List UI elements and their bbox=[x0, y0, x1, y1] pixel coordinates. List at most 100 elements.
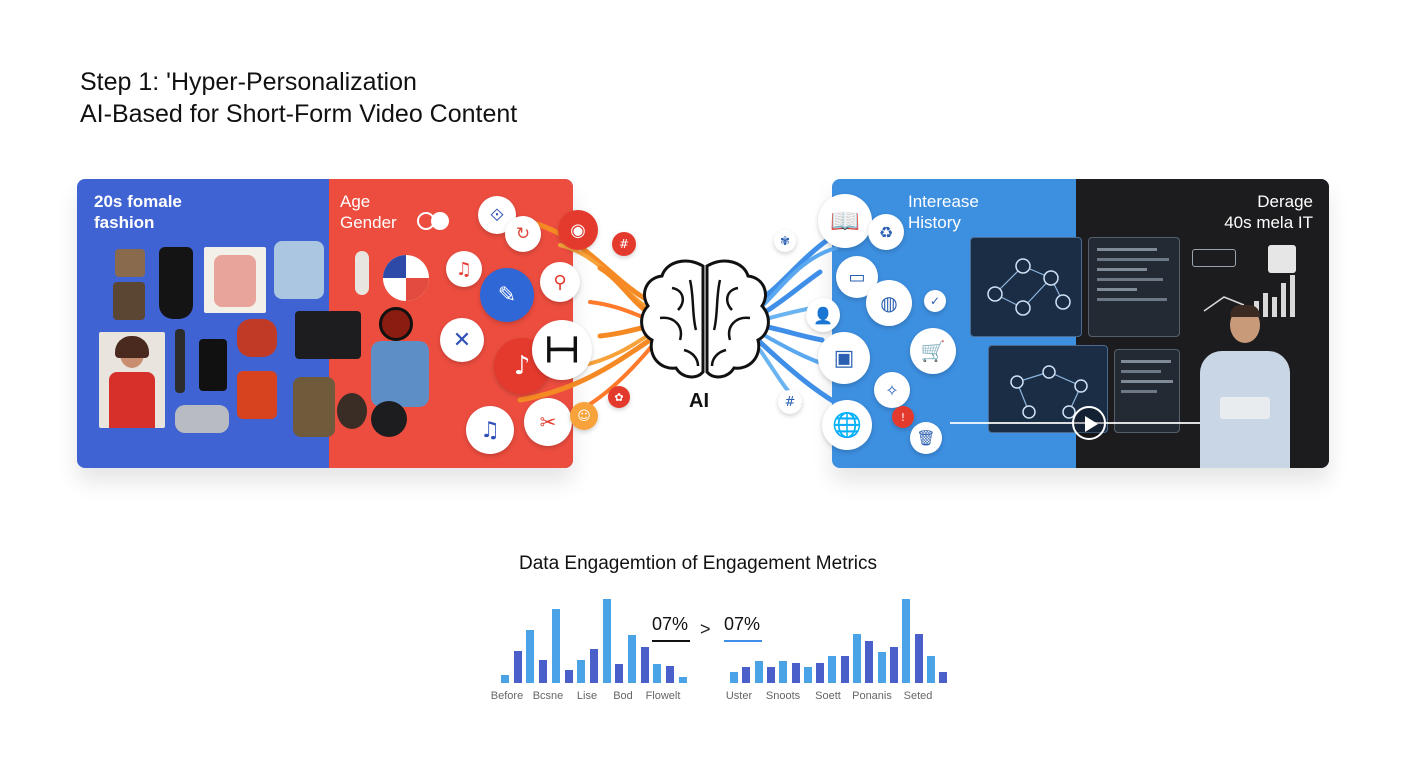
chart-bar bbox=[514, 651, 522, 683]
chart-bar bbox=[577, 660, 585, 683]
title-line-1: Step 1: 'Hyper-Personalization bbox=[80, 68, 417, 96]
share-icon: ⟐ bbox=[478, 196, 516, 234]
no-sign-icon bbox=[379, 307, 413, 341]
x-tick-label: Before bbox=[490, 690, 524, 702]
brain-icon bbox=[640, 259, 770, 379]
user-icon bbox=[1268, 245, 1296, 273]
chart-bar bbox=[730, 672, 738, 683]
network-graph-card bbox=[970, 237, 1082, 337]
presenter-photo bbox=[1200, 305, 1290, 468]
chart-bar bbox=[816, 663, 824, 683]
music-note-icon: ♫ bbox=[446, 251, 482, 287]
id-card-icon: ▣ bbox=[818, 332, 870, 384]
chart-bar bbox=[526, 630, 534, 683]
x-tick-label: Bod bbox=[613, 690, 633, 702]
brush-icon: ✎ bbox=[480, 268, 534, 322]
globe-icon: 🌐 bbox=[822, 400, 872, 450]
hashtag-icon: # bbox=[612, 232, 636, 256]
chart-bar bbox=[779, 661, 787, 683]
camera-icon: ◉ bbox=[558, 210, 598, 250]
chart-bar bbox=[501, 675, 509, 683]
x-tick-label: Lise bbox=[576, 690, 598, 702]
flower-icon: ✾ bbox=[774, 230, 796, 252]
workflow-card bbox=[988, 345, 1108, 433]
video-progress-bar[interactable] bbox=[950, 422, 1280, 424]
hashtag-icon: # bbox=[778, 390, 802, 414]
shoe-icon bbox=[115, 249, 145, 277]
bell-icon: ✧ bbox=[874, 372, 910, 408]
palette-icon bbox=[383, 255, 429, 301]
x-tick-label: Soett bbox=[815, 690, 841, 702]
dress-icon bbox=[159, 247, 193, 319]
chart-bar bbox=[939, 672, 947, 683]
tools-icon: ✕ bbox=[440, 318, 484, 362]
chart-bar bbox=[641, 647, 649, 683]
backpack-icon bbox=[371, 401, 407, 437]
pink-blouse-photo bbox=[204, 247, 266, 313]
badge-icon: ☺ bbox=[570, 402, 598, 430]
palette-icon: ✂ bbox=[524, 398, 572, 446]
x-tick-label: Uster bbox=[725, 690, 753, 702]
gender-toggle-icon bbox=[417, 212, 453, 230]
chart-bar bbox=[615, 664, 623, 683]
chart-bar bbox=[828, 656, 836, 683]
bag-icon bbox=[337, 393, 367, 429]
shoe-icon bbox=[237, 319, 277, 357]
palette-icon: ◍ bbox=[866, 280, 912, 326]
x-tick-label: Ponanis bbox=[852, 690, 892, 702]
chart-bar bbox=[890, 647, 898, 683]
chart-bar bbox=[552, 609, 560, 683]
gift-icon: ✿ bbox=[608, 386, 630, 408]
chart-bar bbox=[590, 649, 598, 683]
chart-bar bbox=[755, 661, 763, 683]
chart-bar bbox=[742, 667, 750, 683]
refresh-icon: ↻ bbox=[505, 216, 541, 252]
chart-bar bbox=[853, 634, 861, 683]
chart-bar bbox=[792, 663, 800, 683]
x-tick-label: Flowelt bbox=[645, 690, 681, 702]
chart-bar bbox=[767, 667, 775, 683]
chart-bar bbox=[666, 666, 674, 683]
workflow-graph-icon bbox=[1010, 365, 1088, 419]
chart-bar bbox=[902, 599, 910, 683]
x-tick-label: Snoots bbox=[765, 690, 801, 702]
before-percent: 07% bbox=[652, 614, 689, 634]
chart-bar bbox=[628, 635, 636, 683]
denim-jacket-icon bbox=[371, 341, 429, 407]
after-percent: 07% bbox=[724, 614, 761, 634]
title-line-2: AI-Based for Short-Form Video Content bbox=[80, 100, 518, 128]
interest-history-label: Interease History bbox=[908, 192, 979, 232]
page-title: Step 1: 'Hyper-Personalization AI-Based … bbox=[80, 66, 517, 130]
fashion-label: 20s fomale fashion bbox=[94, 192, 182, 232]
chart-bar bbox=[653, 664, 661, 683]
code-card-2 bbox=[1114, 349, 1180, 433]
handbag-icon bbox=[237, 371, 277, 419]
chat-bubble-icon bbox=[1192, 249, 1236, 267]
play-icon bbox=[1085, 416, 1098, 432]
network-graph-icon bbox=[987, 258, 1071, 316]
chart-bar bbox=[865, 641, 873, 683]
chart-bar bbox=[603, 599, 611, 683]
chart-bar bbox=[539, 660, 547, 683]
age-gender-label: Age Gender bbox=[340, 192, 397, 232]
after-percent-underline bbox=[724, 640, 762, 642]
code-card bbox=[1088, 237, 1180, 337]
notification-icon: ! bbox=[892, 406, 914, 428]
before-percent-underline bbox=[652, 640, 690, 642]
play-button[interactable] bbox=[1072, 406, 1106, 440]
pin-icon: ⚲ bbox=[540, 262, 580, 302]
x-tick-label: Bcsne bbox=[532, 690, 564, 702]
ai-label: AI bbox=[689, 390, 709, 412]
user-icon: 👤 bbox=[806, 298, 840, 332]
right-interest-panel: Interease History Derage 40s mela IT bbox=[832, 179, 1329, 468]
chart-bar bbox=[679, 677, 687, 683]
recycle-icon: ♻ bbox=[868, 214, 904, 250]
sweater-icon bbox=[293, 377, 335, 437]
demographic-label: Derage 40s mela IT bbox=[1224, 192, 1313, 232]
dumbbell-icon: ┣━┫ bbox=[532, 320, 592, 380]
chart-bar bbox=[841, 656, 849, 683]
chart-bar bbox=[927, 656, 935, 683]
metrics-title: Data Engagemtion of Engagement Metrics bbox=[519, 553, 878, 574]
chart-bar bbox=[878, 652, 886, 683]
